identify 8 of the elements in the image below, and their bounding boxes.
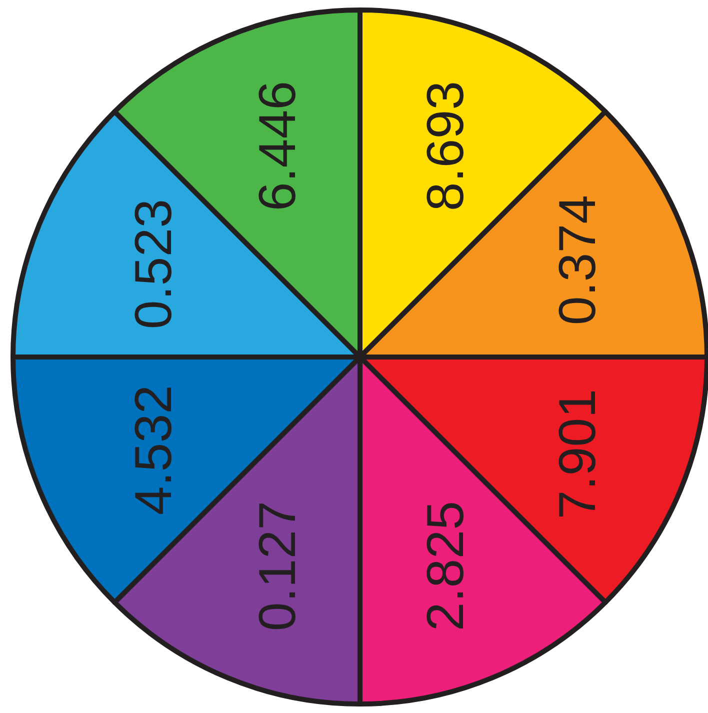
segment-number: 4.532 — [128, 384, 180, 516]
segment-number: 7.901 — [552, 388, 604, 520]
segment-number: 0.127 — [252, 500, 304, 632]
segment-number: 8.693 — [420, 80, 472, 212]
segment-number: 0.374 — [552, 194, 604, 326]
segment-number: 6.446 — [252, 80, 304, 212]
segment-number: 2.825 — [420, 500, 472, 632]
segment-number: 0.523 — [128, 198, 180, 330]
